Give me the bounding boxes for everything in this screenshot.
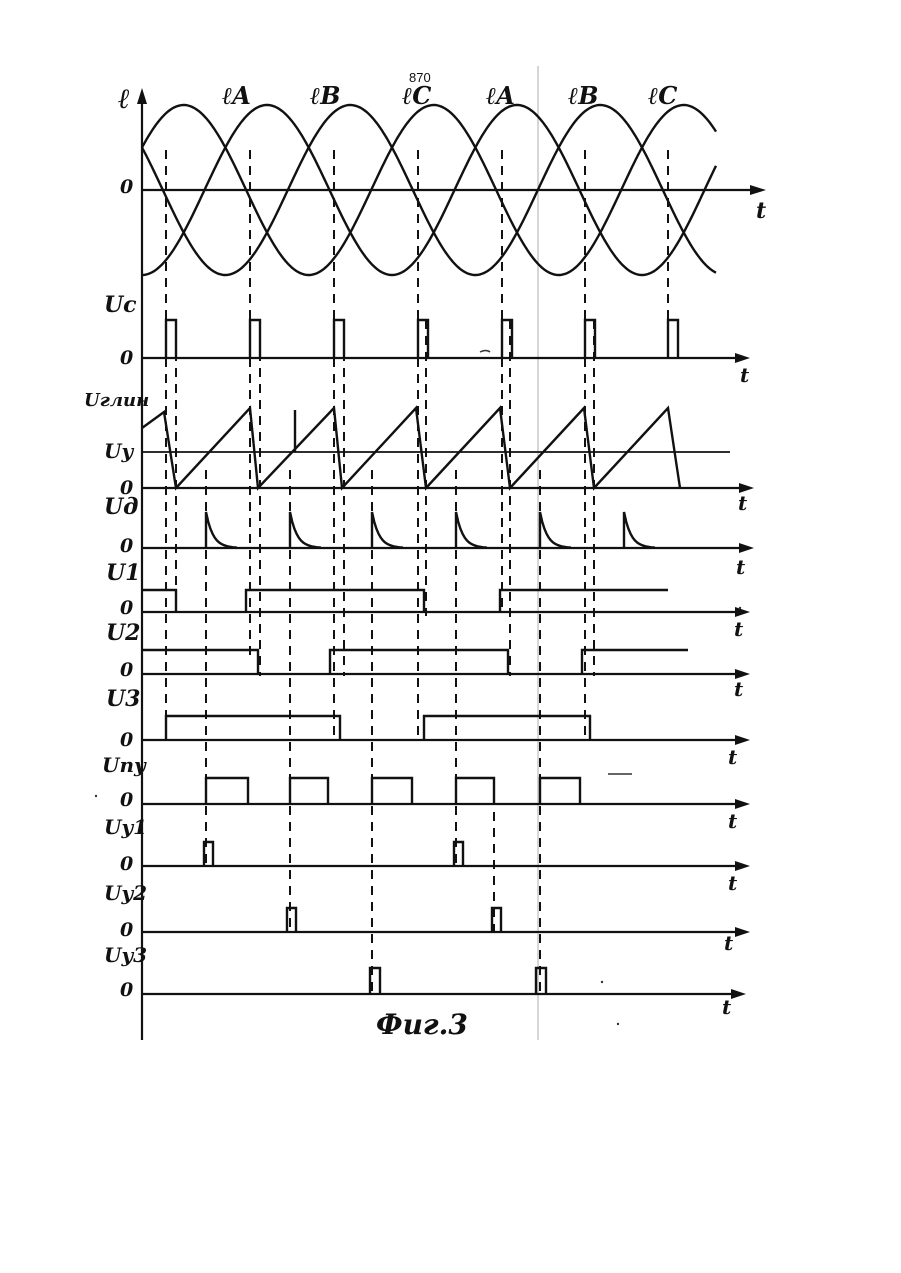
- row-zero: 0: [120, 347, 133, 369]
- row-u1: U1 0 t: [106, 560, 750, 641]
- row-t: t: [728, 871, 738, 895]
- phase-labels: ℓA ℓB ℓC ℓA ℓB ℓC: [222, 81, 677, 110]
- axis-arrow: [735, 799, 750, 809]
- row-zero: 0: [120, 789, 133, 811]
- row-label: U2: [106, 620, 141, 646]
- row-upy: Uпу 0 t: [102, 753, 750, 833]
- row-t: t: [724, 931, 734, 955]
- row-t: t: [728, 745, 738, 769]
- axis-arrow: [731, 989, 746, 999]
- row-uy1: Uy1 0 t: [104, 815, 750, 895]
- uy2-pulses: [287, 908, 501, 932]
- axis-arrow: [735, 735, 750, 745]
- row-t: t: [734, 617, 744, 641]
- differentiated-spikes: [206, 512, 655, 548]
- sync-pulses: [166, 320, 678, 358]
- row-label: Uy1: [104, 815, 147, 839]
- axis-arrow: [739, 543, 754, 553]
- row-u2: U2 0 t: [106, 620, 750, 701]
- phase-label-c2: ℓC: [648, 81, 677, 110]
- row-t: t: [722, 995, 732, 1019]
- row-t: t: [740, 363, 750, 387]
- row-t: t: [728, 809, 738, 833]
- row-label: Uпу: [102, 753, 147, 777]
- row-label: Uc: [104, 292, 137, 318]
- uy3-pulses: [370, 968, 546, 994]
- scan-speck: [601, 981, 603, 983]
- axis-arrow: [735, 861, 750, 871]
- row-zero: 0: [120, 535, 133, 557]
- u2-signal: [142, 650, 688, 674]
- upy-signal: [206, 778, 580, 804]
- top-t-label: t: [756, 198, 766, 224]
- axis-arrow: [735, 927, 750, 937]
- u1-signal: [142, 590, 668, 612]
- phase-label-a1: ℓA: [222, 81, 251, 110]
- row-t: t: [736, 555, 746, 579]
- row-zero: 0: [120, 597, 133, 619]
- row-label: Uy2: [104, 881, 147, 905]
- row-label: Uд: [104, 494, 138, 520]
- row-zero: 0: [120, 919, 133, 941]
- phase-label-b1: ℓB: [310, 81, 341, 110]
- threshold-label: Uy: [104, 439, 134, 463]
- row-t: t: [738, 491, 748, 515]
- row-u3: U3 0 t: [106, 686, 750, 769]
- row-zero: 0: [120, 853, 133, 875]
- row-t: t: [734, 677, 744, 701]
- row-zero: 0: [120, 979, 133, 1001]
- uy1-pulses: [204, 842, 463, 866]
- row-zero: 0: [120, 729, 133, 751]
- top-time-arrow: [750, 185, 766, 195]
- sawtooth-signal: [142, 408, 680, 488]
- row-ud: Uд 0 t: [104, 494, 754, 579]
- u3-signal: [166, 716, 590, 740]
- row-label: U3: [106, 686, 141, 712]
- figure-caption: Фиг.3: [376, 1008, 468, 1041]
- axis-arrow: [735, 353, 750, 363]
- main-axis-arrow: [137, 88, 147, 104]
- top-y-label: ℓ: [117, 82, 130, 115]
- scan-speck: [739, 607, 741, 609]
- axis-arrow: [735, 607, 750, 617]
- scan-speck: [480, 351, 490, 353]
- row-label: Uглин: [84, 390, 149, 411]
- row-uy2: Uy2 0 t: [104, 881, 750, 955]
- scan-speck: [617, 1023, 619, 1025]
- row-zero: 0: [120, 659, 133, 681]
- row-label: U1: [106, 560, 141, 586]
- row-label: Uy3: [104, 943, 147, 967]
- top-zero-label: 0: [120, 176, 133, 198]
- scan-speck: [95, 795, 97, 797]
- dashed-guides: [166, 150, 668, 994]
